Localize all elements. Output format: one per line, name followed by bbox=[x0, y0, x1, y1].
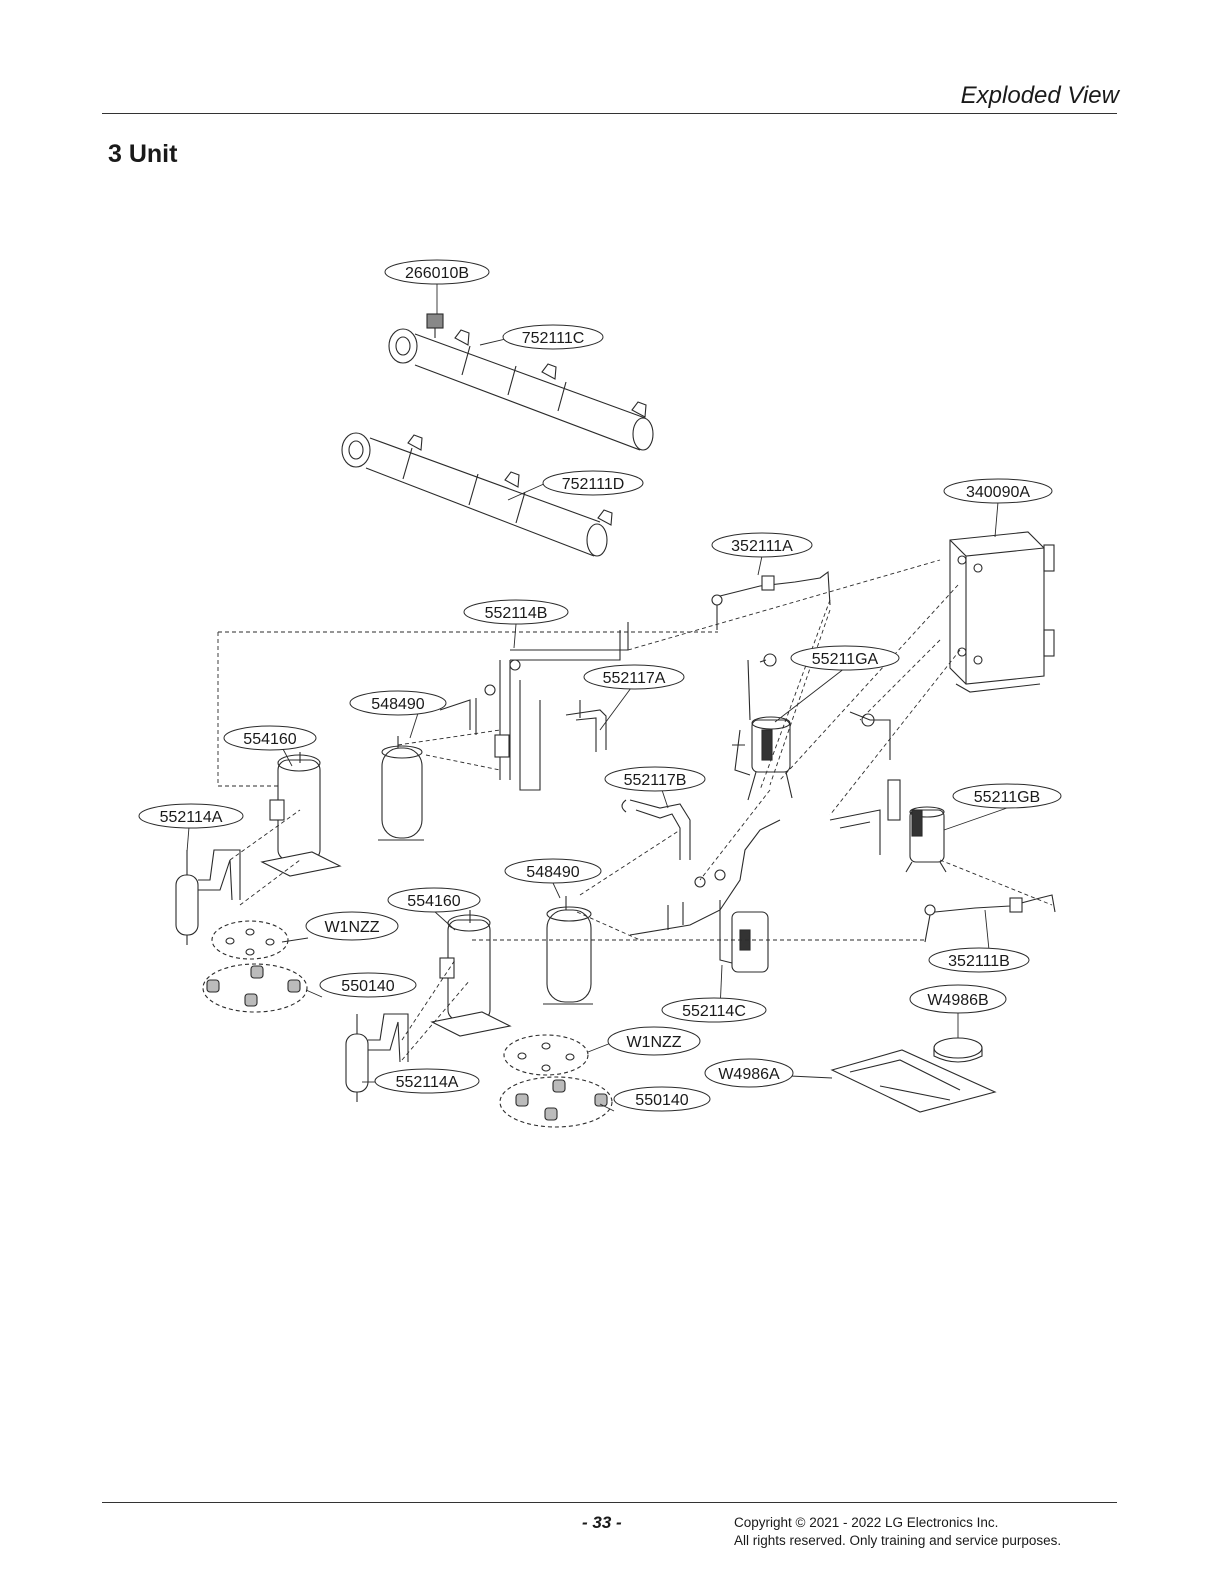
copyright-line-2: All rights reserved. Only training and s… bbox=[734, 1533, 1062, 1548]
callout-label: W1NZZ bbox=[626, 1034, 681, 1051]
callout-label: 554160 bbox=[243, 731, 296, 748]
callout-label: 352111B bbox=[948, 953, 1010, 970]
callout-752111C: 752111C bbox=[502, 324, 604, 350]
routing-dashed-lines bbox=[217, 559, 1053, 1061]
callout-340090A: 340090A bbox=[943, 478, 1053, 504]
callout-label: 548490 bbox=[371, 696, 424, 713]
plate-w4986a-drawing bbox=[830, 1049, 997, 1113]
callout-label: 752111D bbox=[562, 476, 625, 493]
upper-pipe-drawing bbox=[388, 313, 654, 451]
callout-548490-2: 548490 bbox=[504, 858, 602, 884]
callout-352111A: 352111A bbox=[711, 532, 813, 558]
page-number: - 33 - bbox=[582, 1513, 622, 1532]
callout-352111B: 352111B bbox=[928, 947, 1030, 973]
callout-label: 550140 bbox=[341, 978, 394, 995]
compressor-1-drawing bbox=[260, 752, 342, 877]
callout-W4986A: W4986A bbox=[704, 1058, 794, 1088]
valve-block-552114b-drawing bbox=[439, 622, 629, 791]
grommets-w1nzz-1-drawing bbox=[211, 920, 289, 960]
callout-W1NZZ-1: W1NZZ bbox=[305, 911, 399, 941]
callout-W4986B: W4986B bbox=[909, 984, 1007, 1014]
accumulator-552114a-1-drawing bbox=[175, 849, 241, 945]
callout-label: 554160 bbox=[407, 893, 460, 910]
callout-W1NZZ-2: W1NZZ bbox=[607, 1026, 701, 1056]
footer-divider bbox=[102, 1502, 1117, 1503]
callout-label: 266010B bbox=[405, 265, 469, 282]
accumulator-2-drawing bbox=[543, 896, 593, 1005]
callout-55211GB: 55211GB bbox=[952, 783, 1062, 809]
dampers-550140-2-drawing bbox=[499, 1076, 613, 1128]
grommets-w1nzz-2-drawing bbox=[503, 1034, 589, 1076]
valve-asm-ga-drawing bbox=[732, 653, 793, 801]
callout-550140-1: 550140 bbox=[319, 972, 417, 998]
callout-label: 552114A bbox=[160, 809, 223, 826]
callout-label: 752111C bbox=[522, 330, 585, 347]
callout-552114A-1: 552114A bbox=[138, 803, 244, 829]
callout-label: 548490 bbox=[526, 864, 579, 881]
callout-label: 55211GB bbox=[974, 789, 1040, 806]
header-divider bbox=[102, 113, 1117, 114]
pipe-552117b-drawing bbox=[621, 799, 691, 860]
copyright-line-1: Copyright © 2021 - 2022 LG Electronics I… bbox=[734, 1515, 999, 1530]
callout-label: 552114B bbox=[485, 605, 548, 622]
heat-exchanger-drawing bbox=[949, 531, 1055, 693]
section-title: 3 Unit bbox=[108, 140, 178, 168]
callout-label: W4986A bbox=[718, 1066, 780, 1083]
callout-label: 552114A bbox=[396, 1074, 459, 1091]
callout-label: 352111A bbox=[731, 538, 793, 555]
callout-752111D: 752111D bbox=[542, 470, 644, 496]
valve-block-552114c-drawing bbox=[629, 819, 781, 973]
lower-pipe-drawing bbox=[341, 432, 613, 557]
callout-554160-1: 554160 bbox=[223, 725, 317, 751]
pipe-552117a-drawing bbox=[565, 700, 607, 752]
callout-552114C: 552114C bbox=[661, 997, 767, 1023]
callout-552117A: 552117A bbox=[583, 664, 685, 690]
callout-552117B: 552117B bbox=[604, 766, 706, 792]
callout-266010B: 266010B bbox=[384, 259, 490, 285]
callout-552114A-2: 552114A bbox=[374, 1068, 480, 1094]
accumulator-552114a-2-drawing bbox=[345, 1013, 409, 1102]
callout-label: 552114C bbox=[682, 1003, 746, 1020]
cover-w4986b-drawing bbox=[933, 1037, 983, 1063]
pipe-asm-b-drawing bbox=[924, 894, 1056, 943]
callout-label: W4986B bbox=[927, 992, 988, 1009]
callout-label: 552117B bbox=[624, 772, 687, 789]
valve-asm-gb-drawing bbox=[829, 711, 947, 873]
callout-label: 552117A bbox=[603, 670, 666, 687]
pipe-asm-a-drawing bbox=[711, 570, 831, 630]
callout-548490-1: 548490 bbox=[349, 690, 447, 716]
callout-leaders bbox=[186, 284, 1008, 1112]
callout-552114B: 552114B bbox=[463, 599, 569, 625]
accumulator-1-drawing bbox=[378, 736, 424, 841]
copyright-notice: Copyright © 2021 - 2022 LG Electronics I… bbox=[734, 1514, 1061, 1550]
compressor-2-drawing bbox=[430, 910, 512, 1037]
callout-label: 340090A bbox=[966, 484, 1030, 501]
callout-55211GA: 55211GA bbox=[790, 645, 900, 671]
callouts: 266010B 752111C 752111D 340090A 352111A … bbox=[138, 259, 1062, 1112]
callout-label: W1NZZ bbox=[324, 919, 379, 936]
callout-554160-2: 554160 bbox=[387, 887, 481, 913]
page-header-title: Exploded View bbox=[960, 82, 1119, 109]
callout-label: 550140 bbox=[635, 1092, 688, 1109]
dampers-550140-1-drawing bbox=[202, 963, 308, 1013]
callout-label: 55211GA bbox=[812, 651, 879, 668]
callout-550140-2: 550140 bbox=[613, 1086, 711, 1112]
